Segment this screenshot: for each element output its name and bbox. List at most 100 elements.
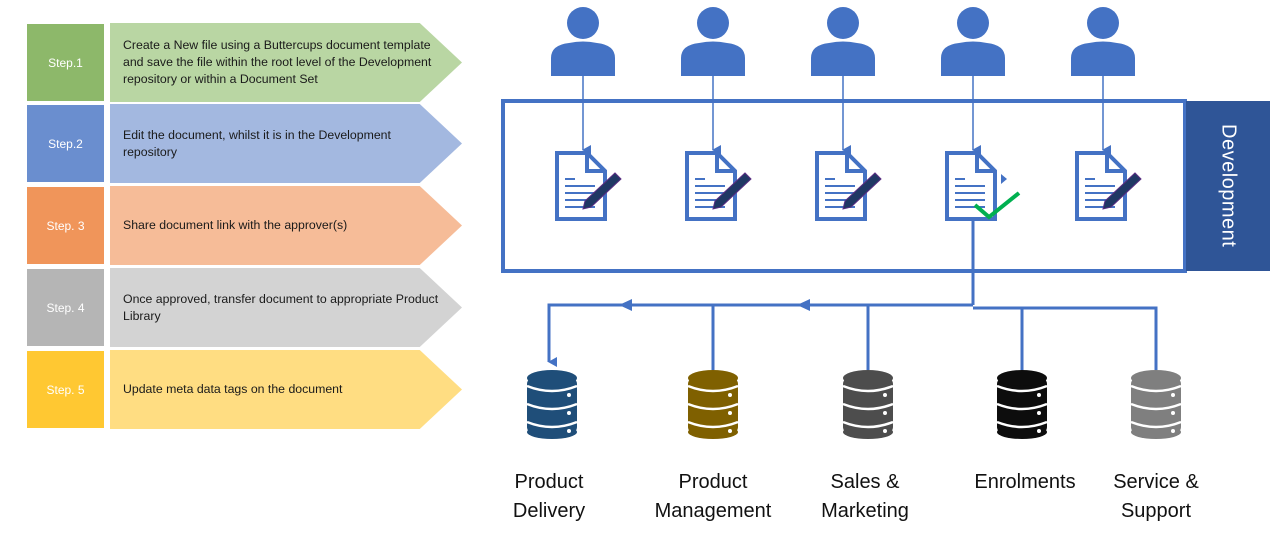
library-label: Enrolments [950,468,1100,497]
database-bottom [688,425,738,439]
user-body [1071,41,1135,76]
database-top [997,370,1047,386]
database-led [883,429,887,433]
database-ring [1130,420,1182,429]
step-arrow-shape [110,104,462,183]
library-label-line1: Product [514,471,584,493]
database-bottom [843,425,893,439]
user-icon [811,7,875,76]
step-item: Step. 5 Update meta data tags on the docu… [26,350,466,429]
user-body [551,41,615,76]
database-ring [996,402,1048,411]
document-fold [1105,153,1125,173]
database-ring [842,402,894,411]
database-body [997,378,1047,433]
database-top [527,370,577,386]
step-arrow-shape [110,23,462,102]
database-led [1037,429,1041,433]
document-fold [845,153,865,173]
library-label-line1: Enrolments [974,471,1076,493]
flow-arrow-icon [797,299,810,311]
database-ring [1130,384,1182,393]
database-led [1171,411,1175,415]
user-icon [551,7,615,76]
document-fold [715,153,735,173]
pencil-icon [842,172,882,210]
database-led [1037,393,1041,397]
document-edit-icon [815,151,882,221]
user-head [957,7,989,39]
document-edit-icon [555,151,622,221]
step-number-badge: Step.1 [26,23,105,102]
library-label-line2: Marketing [821,500,909,522]
library-label: Sales & Marketing [790,468,940,526]
step-description: Update meta data tags on the document [123,382,343,396]
library-label: Service & Support [1081,468,1231,526]
step-number-badge: Step. 5 [26,350,105,429]
database-led [1037,411,1041,415]
step-number-badge: Step. 3 [26,186,105,265]
document-approved-icon [945,151,1021,221]
database-led [1171,393,1175,397]
step-description: Once approved, transfer document to appr… [123,291,439,323]
database-icon [1130,370,1182,439]
library-label-line1: Service & [1113,471,1199,493]
flow-arrow-icon [619,299,632,311]
checkmark-icon [973,191,1021,220]
development-frame [501,99,1187,273]
user-icon [1071,7,1135,76]
user-head [567,7,599,39]
database-ring [526,420,578,429]
development-label-text: Development [1217,124,1240,248]
database-icon [996,370,1048,439]
database-ring [996,420,1048,429]
database-icon [526,370,578,439]
database-led [728,411,732,415]
step-arrow-shape [110,350,462,429]
pencil-icon [712,172,752,210]
step-number-badge: Step.2 [26,104,105,183]
database-ring [842,384,894,393]
database-icon [842,370,894,439]
user-icon [681,7,745,76]
document-fold [585,153,605,173]
step-description: Share document link with the approver(s) [123,218,348,232]
database-body [527,378,577,433]
step-item: Step.1 Create a New file using a Buttercu… [26,23,466,102]
database-ring [842,420,894,429]
database-led [883,393,887,397]
library-label-line2: Delivery [512,500,586,522]
database-top [688,370,738,386]
document-edit-icon [1075,151,1142,221]
database-body [843,378,893,433]
database-led [728,429,732,433]
database-icon [687,370,739,439]
database-body [688,378,738,433]
database-led [1171,429,1175,433]
pencil-icon [582,172,622,210]
step-item: Step. 3 Share document link with the appr… [26,186,466,265]
library-label-line2: Support [1120,500,1192,522]
user-icon [941,7,1005,76]
database-led [567,429,571,433]
database-ring [526,402,578,411]
user-body [681,41,745,76]
small-arrow-icon [1001,174,1007,184]
step-description: Edit the document, whilst it is in the D… [123,127,391,159]
library-label-line1: Sales & [830,471,900,493]
database-ring [687,402,739,411]
database-bottom [527,425,577,439]
database-top [1131,370,1181,386]
database-ring [687,420,739,429]
database-top [843,370,893,386]
document-fold [975,153,995,173]
step-description: Create a New file using a Buttercups doc… [123,38,432,86]
user-head [1087,7,1119,39]
database-ring [996,384,1048,393]
user-body [811,41,875,76]
database-bottom [997,425,1047,439]
